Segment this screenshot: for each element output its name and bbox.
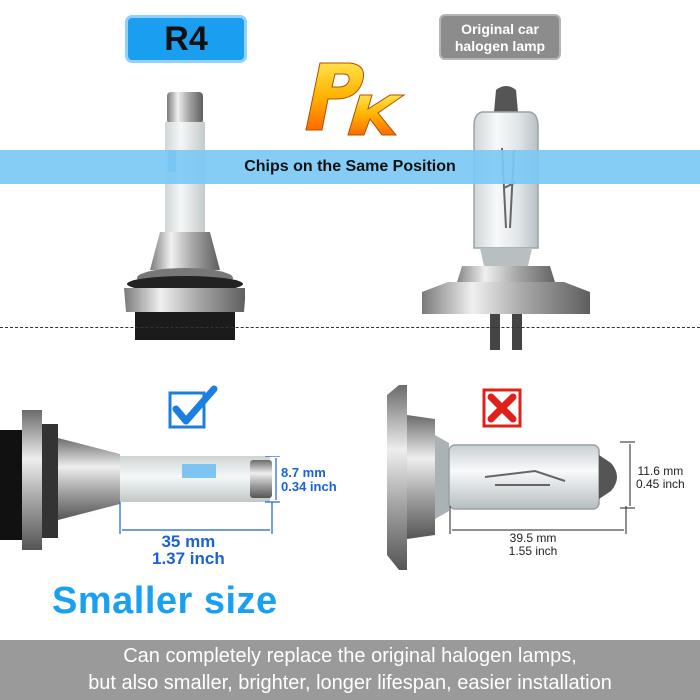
halogen-length-mm: 39.5 mm [509,531,557,545]
led-diameter-label: 8.7 mm 0.34 inch [281,466,337,494]
led-bulb-horizontal [0,410,272,550]
section-divider [0,327,700,328]
halogen-diameter-inch: 0.45 inch [636,477,685,491]
halogen-label-line1: Original car [461,21,539,37]
halogen-diameter-label: 11.6 mm 0.45 inch [636,465,685,491]
led-dimension-lines [119,456,280,534]
smaller-size-headline: Smaller size [52,580,278,622]
chips-position-text: Chips on the Same Position [244,158,456,175]
footer-bar [0,640,700,700]
led-bulb-vertical [124,92,245,340]
check-icon [168,385,218,429]
halogen-length-inch: 1.55 inch [508,544,558,558]
led-length-inch: 1.37 inch [152,549,225,568]
led-length-mm: 35 mm [161,532,216,551]
led-diameter-mm: 8.7 mm [281,465,326,480]
halogen-label-line2: halogen lamp [454,38,546,54]
footer-line2: but also smaller, brighter, longer lifes… [88,672,612,694]
footer-text: Can completely replace the original halo… [0,643,700,697]
pk-logo [305,62,406,136]
halogen-length-label: 39.5 mm 1.55 inch [498,532,568,558]
cross-icon [482,388,522,428]
halogen-diameter-mm: 11.6 mm [637,464,684,478]
footer-line1: Can completely replace the original halo… [123,645,577,667]
led-label-badge: R4 [125,15,247,63]
halogen-bulb-vertical [422,86,590,350]
led-diameter-inch: 0.34 inch [281,479,337,494]
led-length-label: 35 mm 1.37 inch [152,533,225,567]
halogen-label-badge: Original car halogen lamp [439,14,561,60]
halogen-dimension-lines [449,441,635,534]
halogen-bulb-horizontal [387,385,617,570]
chips-position-band [0,150,700,184]
